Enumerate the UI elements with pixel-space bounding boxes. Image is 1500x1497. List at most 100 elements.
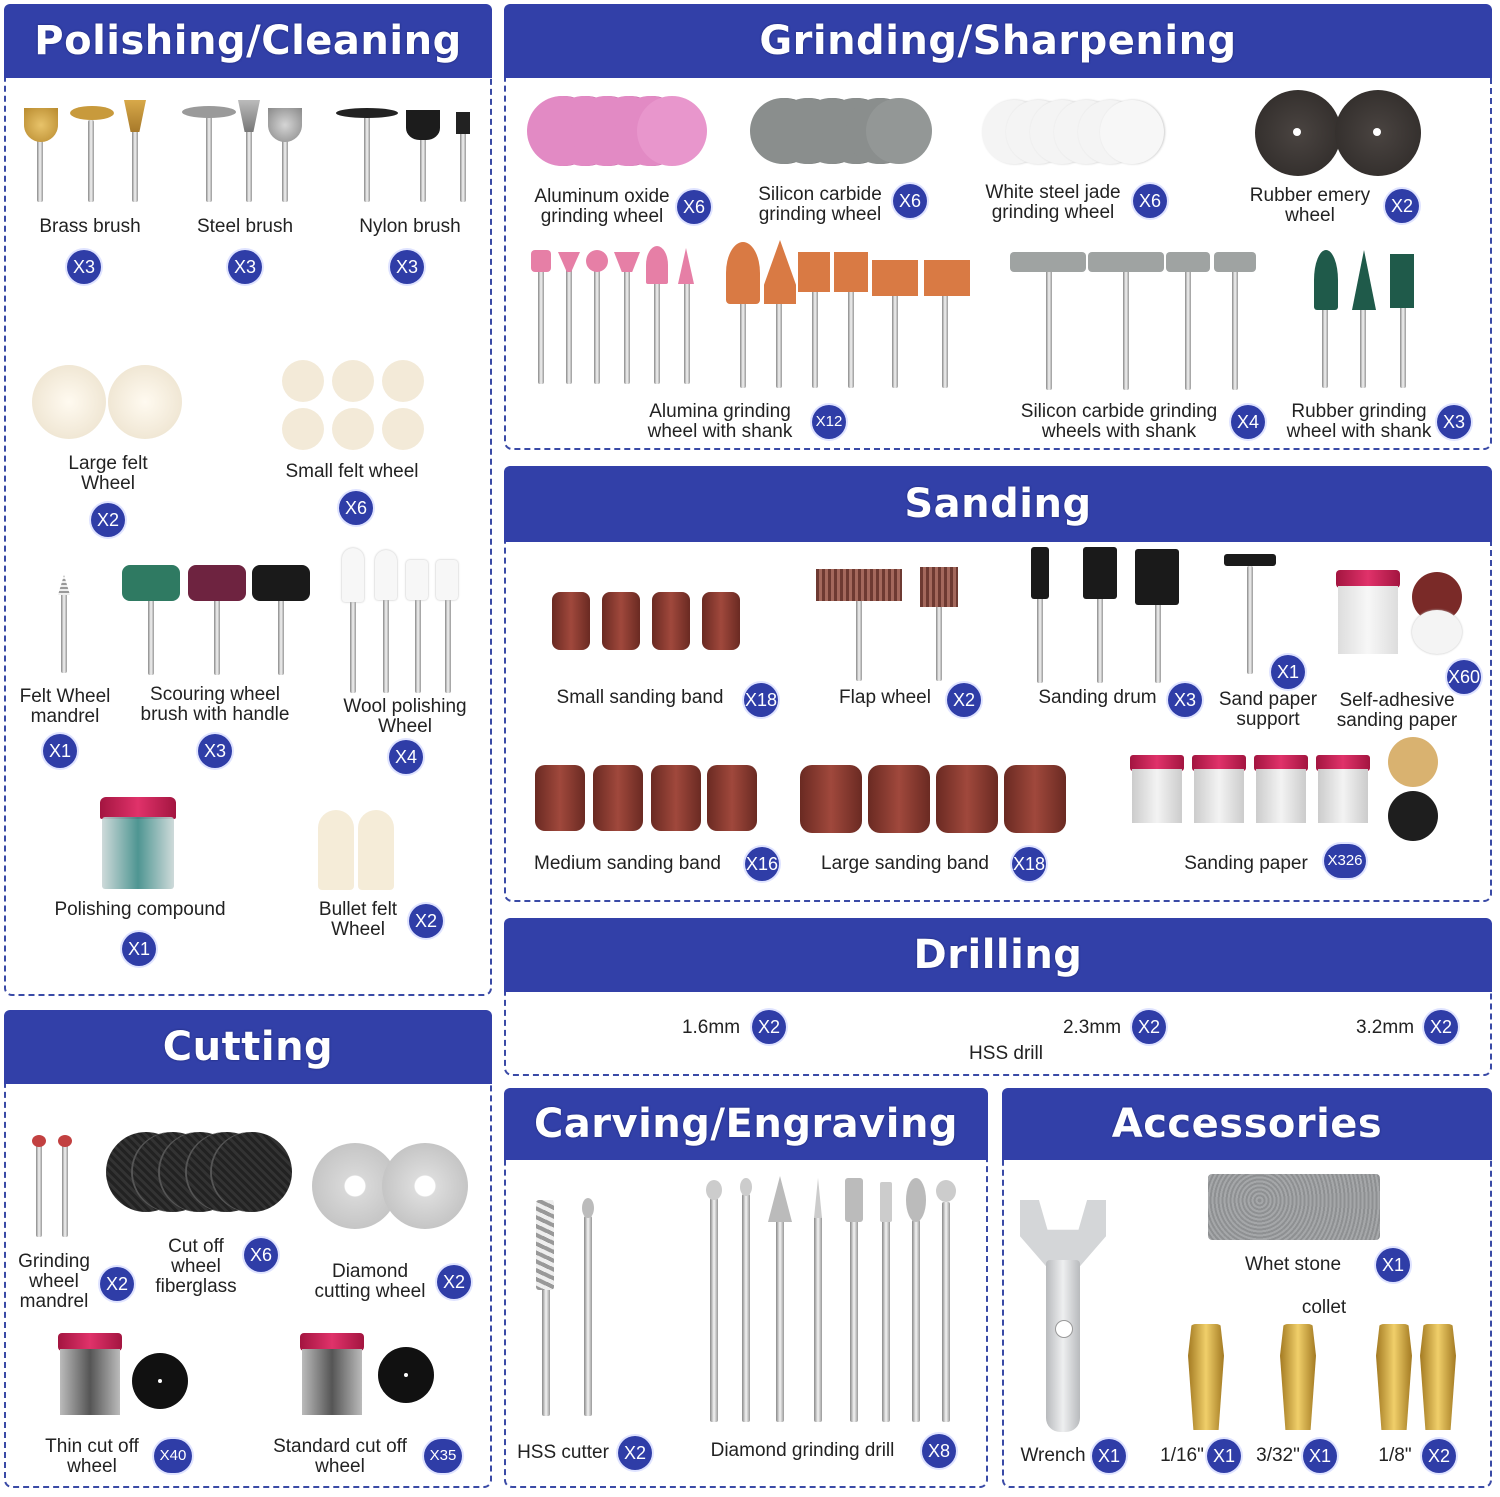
rubber-emery-wheel-label: Rubber emery wheel: [1249, 185, 1371, 226]
small-felt-wheel-image: [282, 360, 427, 455]
large-sanding-band-qty: X18: [1012, 847, 1046, 881]
polishing-compound-image: [100, 797, 178, 893]
scouring-wheel-label: Scouring wheel brush with handle: [140, 684, 290, 725]
sanding-header: Sanding: [504, 466, 1492, 542]
silicon-carbide-wheel-label: Silicon carbide grinding wheel: [758, 184, 882, 225]
sanding-drum-qty: X3: [1168, 683, 1202, 717]
rubber-emery-wheel-qty: X2: [1385, 189, 1419, 223]
rubber-grinding-wheel-shank-label: Rubber grinding wheel with shank: [1286, 401, 1432, 442]
flap-wheel-label: Flap wheel: [839, 687, 931, 708]
cut-off-wheel-fiberglass-label: Cut off wheel fiberglass: [155, 1236, 237, 1297]
collet-2-label: 3/32": [1256, 1445, 1300, 1466]
drill-bit-3-image: [1204, 1023, 1344, 1031]
small-sanding-band-label: Small sanding band: [556, 687, 724, 708]
medium-sanding-band-qty: X16: [745, 847, 779, 881]
hss-drill-caption: HSS drill: [969, 1043, 1043, 1064]
aluminum-oxide-wheel-label: Aluminum oxide grinding wheel: [534, 186, 670, 227]
standard-cut-off-wheel-label: Standard cut off wheel: [273, 1436, 407, 1477]
bullet-felt-wheel-qty: X2: [409, 904, 443, 938]
whet-stone-image: [1208, 1174, 1380, 1240]
collet-2-image: [1280, 1324, 1316, 1430]
steel-brush-label: Steel brush: [196, 216, 294, 237]
drill-bit-2-qty: X2: [1132, 1010, 1166, 1044]
cut-off-wheel-fiberglass-image: [106, 1132, 294, 1212]
white-steel-jade-wheel-qty: X6: [1133, 184, 1167, 218]
wool-polishing-wheel-image: [340, 548, 465, 696]
white-steel-jade-wheel-label: White steel jade grinding wheel: [985, 182, 1121, 223]
collet-3-label: 1/8": [1378, 1445, 1412, 1466]
thin-cut-off-wheel-image: [58, 1333, 190, 1417]
collet-1-label: 1/16": [1160, 1445, 1204, 1466]
scouring-wheel-qty: X3: [198, 734, 232, 768]
medium-sanding-band-image: [535, 765, 760, 833]
rubber-grinding-wheel-shank-image: [1310, 250, 1420, 390]
grinding-wheel-mandrel-qty: X2: [100, 1267, 134, 1301]
collet-title: collet: [1301, 1297, 1347, 1318]
collet-1-image: [1188, 1324, 1224, 1430]
drill-bit-2-image: [892, 1024, 1052, 1031]
drill-bit-2-label: 2.3mm: [1062, 1017, 1122, 1038]
sanding-drum-image: [1025, 545, 1185, 685]
accessories-title: Accessories: [1111, 1101, 1383, 1147]
flap-wheel-qty: X2: [947, 683, 981, 717]
wrench-image: [1020, 1200, 1110, 1436]
rubber-grinding-wheel-shank-qty: X3: [1437, 405, 1471, 439]
felt-wheel-mandrel-qty: X1: [43, 734, 77, 768]
silicon-carbide-wheel-shank-label: Silicon carbide grinding wheels with sha…: [1020, 401, 1218, 442]
grinding-header: Grinding/Sharpening: [504, 4, 1492, 78]
large-felt-wheel-label: Large felt Wheel: [68, 453, 148, 494]
nylon-brush-qty: X3: [390, 250, 424, 284]
collet-3-image: [1376, 1324, 1412, 1430]
whet-stone-qty: X1: [1376, 1248, 1410, 1282]
diamond-grinding-drill-label: Diamond grinding drill: [710, 1440, 895, 1461]
polishing-compound-qty: X1: [122, 932, 156, 966]
alumina-grinding-wheel-shank-label: Alumina grinding wheel with shank: [647, 401, 793, 442]
carving-title: Carving/Engraving: [533, 1101, 959, 1147]
cut-off-wheel-fiberglass-qty: X6: [244, 1238, 278, 1272]
aluminum-oxide-wheel-qty: X6: [677, 190, 711, 224]
sand-paper-support-image: [1222, 552, 1278, 676]
small-felt-wheel-label: Small felt wheel: [285, 461, 419, 482]
diamond-cutting-wheel-qty: X2: [437, 1265, 471, 1299]
collet-2-qty: X1: [1303, 1439, 1337, 1473]
silicon-carbide-wheel-shank-qty: X4: [1231, 405, 1265, 439]
large-felt-wheel-image: [32, 365, 187, 445]
large-felt-wheel-qty: X2: [91, 503, 125, 537]
cutting-header: Cutting: [4, 1010, 492, 1084]
sand-paper-support-qty: X1: [1271, 655, 1305, 689]
collet-4-image: [1420, 1324, 1456, 1430]
small-felt-wheel-qty: X6: [339, 491, 373, 525]
drill-bit-1-image: [520, 1025, 670, 1031]
sanding-paper-label: Sanding paper: [1184, 853, 1308, 874]
standard-cut-off-wheel-qty: X35: [424, 1439, 462, 1473]
polishing-compound-label: Polishing compound: [54, 899, 226, 920]
sanding-paper-image: [1130, 737, 1440, 841]
white-steel-jade-wheel-image: [982, 100, 1167, 164]
grinding-title: Grinding/Sharpening: [759, 18, 1237, 64]
polishing-header: Polishing/Cleaning: [4, 4, 492, 78]
rubber-emery-wheel-image: [1255, 90, 1425, 176]
diamond-cutting-wheel-image: [312, 1143, 474, 1229]
alumina-grinding-wheel-shank-qty: X12: [812, 405, 846, 439]
thin-cut-off-wheel-label: Thin cut off wheel: [45, 1436, 139, 1477]
drill-bit-3-qty: X2: [1424, 1010, 1458, 1044]
self-adhesive-paper-image: [1336, 570, 1466, 656]
brass-brush-qty: X3: [67, 250, 101, 284]
hss-cutter-label: HSS cutter: [517, 1442, 609, 1463]
hss-cutter-qty: X2: [618, 1436, 652, 1470]
diamond-cutting-wheel-label: Diamond cutting wheel: [314, 1261, 426, 1302]
polishing-title: Polishing/Cleaning: [34, 18, 462, 64]
small-sanding-band-qty: X18: [744, 683, 778, 717]
collet-3-qty: X2: [1422, 1439, 1456, 1473]
cutting-title: Cutting: [162, 1024, 334, 1070]
grinding-wheel-mandrel-label: Grinding wheel mandrel: [18, 1251, 90, 1312]
large-sanding-band-label: Large sanding band: [821, 853, 989, 874]
steel-brush-qty: X3: [228, 250, 262, 284]
bullet-felt-wheel-label: Bullet felt Wheel: [318, 899, 398, 940]
medium-sanding-band-label: Medium sanding band: [534, 853, 721, 874]
alumina-grinding-wheel-shank-image: [530, 240, 975, 390]
bullet-felt-wheel-image: [318, 810, 398, 892]
self-adhesive-paper-label: Self-adhesive sanding paper: [1336, 690, 1458, 731]
wool-polishing-wheel-qty: X4: [389, 740, 423, 774]
diamond-grinding-drill-qty: X8: [922, 1434, 956, 1468]
